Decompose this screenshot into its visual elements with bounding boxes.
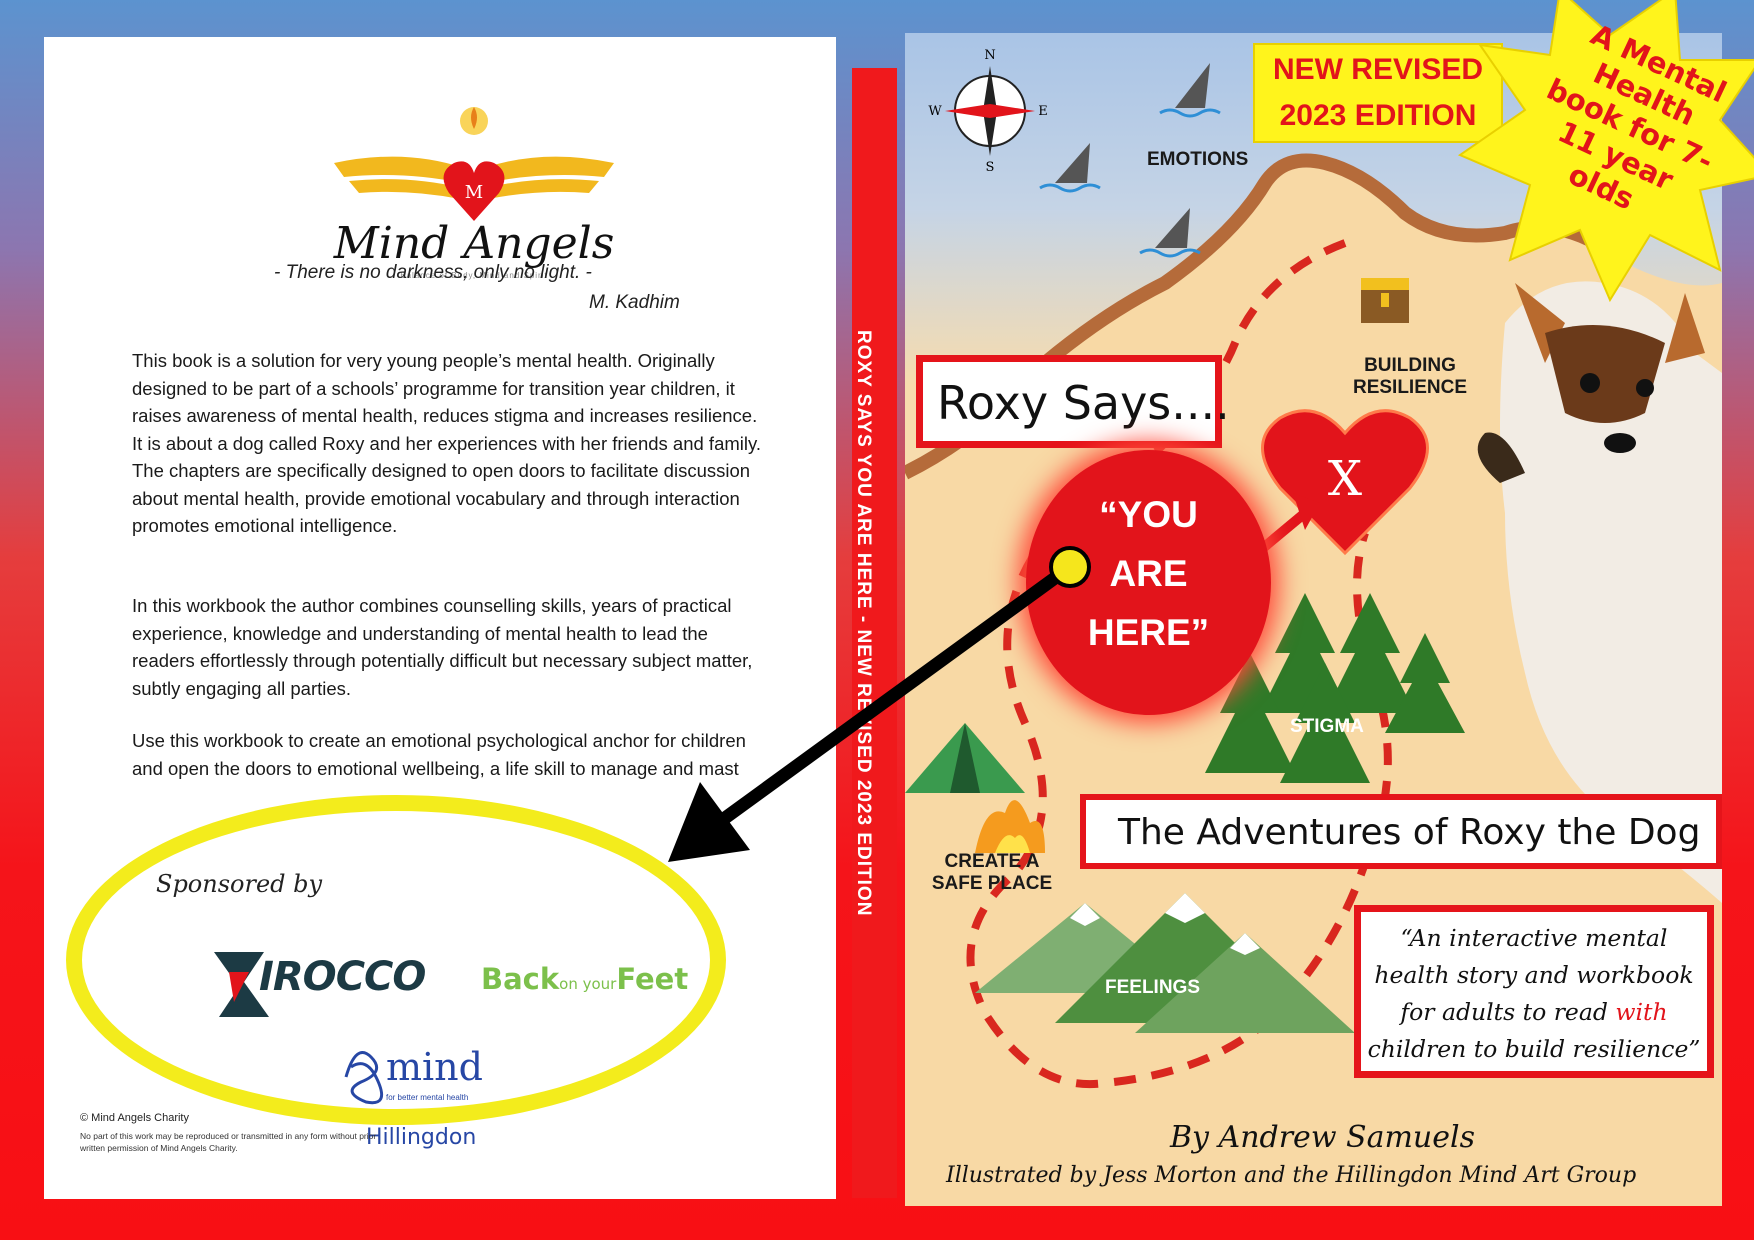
paragraph-1: This book is a solution for very young p… (132, 350, 761, 536)
compass-icon: N S E W (928, 48, 1048, 171)
tagline-line-3: for adults to read with (1361, 994, 1707, 1031)
tagline-line-4: children to build resilience” (1367, 1035, 1701, 1063)
logo-tagline: Balance of Body, Mind and Spirit (400, 271, 548, 280)
compass-n: N (984, 48, 995, 63)
safe-label-line-2: SAFE PLACE (931, 873, 1053, 894)
mind-location: Hillingdon (366, 1125, 477, 1150)
title-box: Roxy Says.... (916, 355, 1230, 448)
badge-line-2: 2023 EDITION (1279, 99, 1477, 132)
subtitle-box: The Adventures of Roxy the Dog (1080, 794, 1722, 869)
circle-line-1: “YOU (1099, 494, 1198, 535)
badge-line-1: NEW REVISED (1272, 53, 1484, 86)
logo-name: Mind Angels (333, 218, 615, 269)
svg-text:M: M (465, 182, 483, 203)
circle-line-3: HERE” (1087, 612, 1210, 653)
tagline-line-2: health story and workbook (1374, 961, 1694, 989)
winged-heart-icon: M (334, 107, 614, 221)
author: By Andrew Samuels (1170, 1120, 1475, 1155)
compass-s: S (986, 160, 995, 171)
you-are-here-text: “YOU ARE HERE” (1026, 485, 1271, 662)
book-title: Roxy Says.... (937, 376, 1230, 430)
mind-angels-logo: M Mind Angels Balance of Body, Mind and … (314, 93, 634, 283)
compass-e: E (1038, 104, 1048, 119)
heart-x-mark: X (1328, 451, 1362, 507)
building-label-line-1: BUILDING (1364, 355, 1456, 376)
disclaimer: No part of this work may be reproduced o… (80, 1131, 377, 1153)
compass-w: W (928, 104, 942, 119)
tagline-accent: with (1615, 998, 1668, 1026)
safe-place-label: CREATE A SAFE PLACE (927, 851, 1057, 895)
illustrator: Illustrated by Jess Morton and the Hilli… (946, 1163, 1637, 1188)
paragraph-2: In this workbook the author combines cou… (132, 595, 753, 699)
copyright: © Mind Angels Charity (80, 1112, 189, 1124)
building-label-line-2: RESILIENCE (1352, 377, 1468, 398)
age-starburst (1457, 0, 1754, 303)
quote-author: M. Kadhim (589, 292, 680, 313)
spine-text: ROXY SAYS YOU ARE HERE - NEW REVISED 202… (853, 330, 874, 917)
edition-badge: NEW REVISED 2023 EDITION (1253, 43, 1503, 143)
book-subtitle: The Adventures of Roxy the Dog (1118, 812, 1701, 853)
building-resilience-label: BUILDING RESILIENCE (1335, 355, 1485, 399)
paragraph-3: Use this workbook to create an emotional… (132, 730, 746, 779)
circle-line-2: ARE (1109, 553, 1188, 594)
tagline-line-3-a: for adults to read (1400, 998, 1616, 1026)
stigma-label: STIGMA (1290, 716, 1364, 737)
tagline-box: “An interactive mental health story and … (1354, 905, 1714, 1078)
feelings-label: FEELINGS (1105, 977, 1201, 998)
tagline-line-1: “An interactive mental (1400, 924, 1668, 952)
quote: - There is no darkness, only no light. - (274, 262, 592, 283)
emotions-label: EMOTIONS (1147, 149, 1249, 170)
highlight-ellipse (66, 795, 726, 1125)
safe-label-line-1: CREATE A (944, 851, 1040, 872)
